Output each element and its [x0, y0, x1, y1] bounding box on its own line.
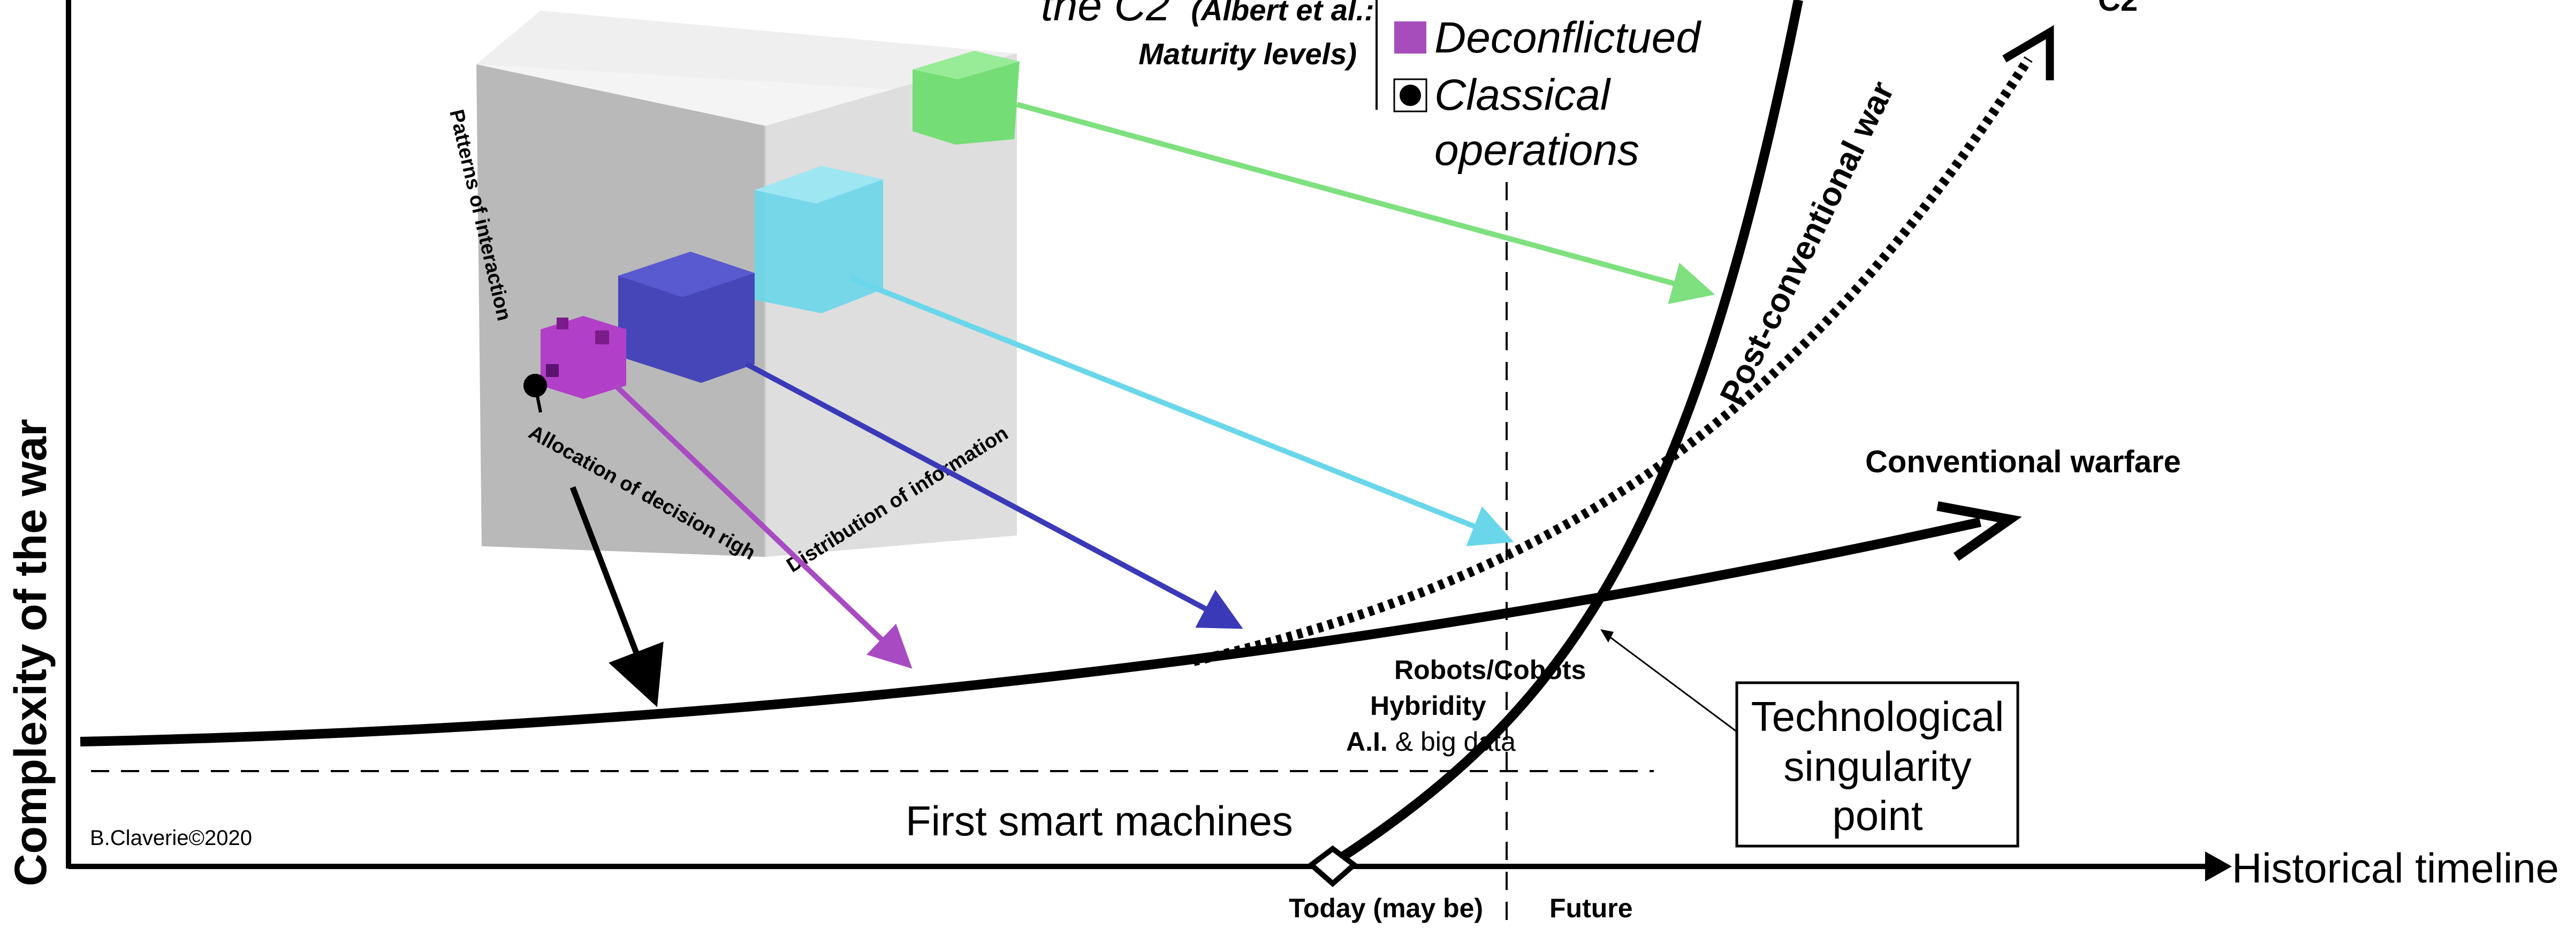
magenta-level-box: [541, 316, 626, 399]
first-smart-machines-label: First smart machines: [906, 797, 1293, 844]
blue-arrow: [745, 361, 1243, 629]
today-label: Today (may be): [1289, 893, 1483, 923]
cyan-arrow: [850, 276, 1514, 547]
conventional-warfare-arrowhead: [1936, 501, 2022, 561]
today-diamond-marker: [1307, 845, 1358, 887]
legend-classical-label: Classical: [1434, 71, 1612, 119]
post-conventional-curve: [1192, 56, 2033, 666]
cyan-level-box: [755, 166, 883, 313]
legend-deconflictued-swatch: [1394, 21, 1426, 54]
magenta-arrow: [613, 383, 913, 669]
legend-classical-label2: operations: [1434, 126, 1639, 175]
ai-big-data-label: A.I. & big data: [1346, 727, 1516, 757]
conventional-warfare-label: Conventional warfare: [1865, 444, 2181, 479]
legend-title: the C2 (Albert et al.:: [1041, 0, 1374, 30]
singularity-line2: singularity: [1783, 743, 1971, 790]
post-conventional-arrowhead: [2002, 25, 2054, 80]
legend-title-sub2: Maturity levels): [1138, 37, 1357, 71]
c2-maturity-cube: Patterns of interaction Allocation of de…: [445, 11, 1020, 577]
singularity-line3: point: [1832, 792, 1922, 839]
singularity-line1: Technological: [1751, 693, 2004, 740]
x-axis-label: Historical timeline: [2232, 844, 2559, 892]
black-arrow: [569, 486, 664, 707]
big-data-label: & big data: [1395, 727, 1516, 757]
green-arrow: [1016, 102, 1715, 304]
y-axis-label: Complexity of the war: [5, 419, 56, 886]
legend-classical-dot: [1400, 85, 1421, 106]
c2-curve-label: C2: [2098, 0, 2138, 18]
legend-deconflictued-label: Deconflictued: [1434, 13, 1701, 62]
hybridity-label: Hybridity: [1370, 691, 1486, 721]
robots-cobots-label: Robots/Cobots: [1394, 655, 1586, 685]
singularity-pointer-line: [1602, 631, 1740, 735]
future-label: Future: [1549, 893, 1633, 923]
x-axis-arrowhead: [2205, 851, 2232, 881]
ai-label: A.I.: [1346, 727, 1388, 757]
singularity-box: Technological singularity point: [1735, 681, 2019, 848]
conventional-warfare-curve: [80, 517, 1981, 746]
c2-steep-curve: [1319, 0, 1803, 874]
legend: the C2 (Albert et al.: Maturity levels) …: [1041, 0, 1701, 175]
legend-title-sub: (Albert et al.:: [1191, 0, 1374, 27]
legend-title-main: the C2: [1041, 0, 1171, 30]
copyright-text: B.Claverie©2020: [90, 826, 252, 850]
